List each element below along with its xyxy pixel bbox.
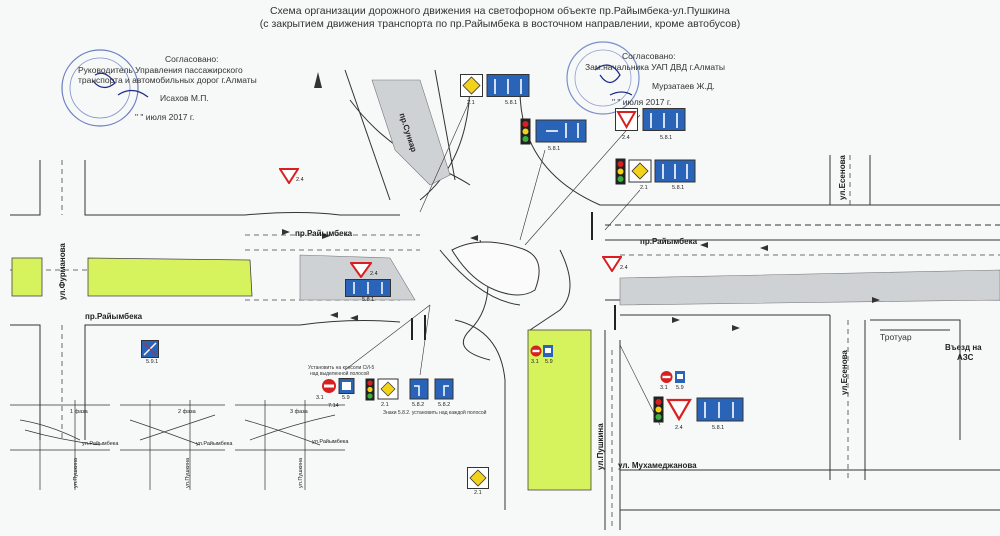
code-581-right: 5.8.1 <box>672 185 685 191</box>
main-road-and-lanes-sign <box>460 74 530 97</box>
code-581-top: 5.8.1 <box>660 135 673 141</box>
street-raiymbek-mid: пр.Райымбека <box>85 312 143 321</box>
phase-2-label: 2 фаза <box>178 409 196 415</box>
left-position-2: транспорта и автомобильных дорог г.Алмат… <box>78 75 257 85</box>
phase-3-pushkin: ул.Пушкина <box>298 457 304 488</box>
left-name: Исахов М.П. <box>160 93 209 103</box>
right-agreed: Согласовано: <box>622 51 676 61</box>
code-21-bottom: 2.1 <box>474 490 482 496</box>
code-581-mid: 5.8.1 <box>362 297 375 303</box>
code-59-pole: 5.9 <box>545 359 553 365</box>
street-yesenov-bottom: ул.Есенова <box>840 350 849 395</box>
code-24-top: 2.4 <box>622 135 630 141</box>
phase-2-street: ул.Райымбека <box>196 441 233 447</box>
code-31-pole: 3.1 <box>531 359 539 365</box>
bus-lane-sign <box>141 340 159 358</box>
lanes-sign-mid <box>345 279 391 297</box>
phase-3-street: ул.Райымбека <box>312 439 349 445</box>
scheme-title: Схема организации дорожного движения на … <box>269 5 731 17</box>
label-sidewalk: Тротуар <box>880 332 912 342</box>
left-agreed: Согласовано: <box>165 54 219 64</box>
street-furmanov: ул.Фурманова <box>58 243 67 300</box>
label-gas-entry-1: Въезд на <box>945 343 982 352</box>
traffic-light-lanes-sign <box>520 118 587 145</box>
code-591: 5.9.1 <box>146 359 159 365</box>
label-gas-entry-2: АЗС <box>957 353 974 362</box>
light-main-lanes-sign <box>615 158 696 185</box>
street-mukhamedzhanov: ул. Мухамеджанова <box>618 461 697 470</box>
no-entry-bus-sign <box>322 378 355 394</box>
main-road-sign-bottom <box>467 467 489 489</box>
code-582-a: 5.8.2 <box>412 402 425 408</box>
left-position-1: Руководитель Управления пассажирского <box>78 65 243 75</box>
right-position: Зам.начальника УАП ДВД г.Алматы <box>585 62 725 72</box>
yield-sign-mid <box>350 262 372 278</box>
left-date: " " июля 2017 г. <box>135 112 195 122</box>
code-59-cons: 5.9 <box>342 395 350 401</box>
code-21-right: 2.1 <box>640 185 648 191</box>
yield-sign-left <box>279 168 299 184</box>
code-24-mid: 2.4 <box>370 271 378 277</box>
yield-sign-right <box>602 256 622 272</box>
code-24-right: 2.4 <box>620 265 628 271</box>
phase-2-pushkin: ул.Пушкина <box>185 457 191 488</box>
scheme-subtitle: (с закрытием движения транспорта по пр.Р… <box>259 18 741 30</box>
note-signs-582: Знаки 5.8.2. установить над каждой полос… <box>383 410 487 416</box>
right-name: Мурзатаев Ж.Д. <box>652 81 715 91</box>
street-pushkin: ул.Пушкина <box>596 423 605 470</box>
code-24-left: 2.4 <box>296 177 304 183</box>
code-21-cons: 2.1 <box>381 402 389 408</box>
code-59-east: 5.9 <box>676 385 684 391</box>
pole-no-entry-bus-sign <box>530 345 553 357</box>
code-581-b: 5.8.1 <box>548 146 561 152</box>
right-date: " " июля 2017 г. <box>612 97 672 107</box>
phase-1-street: ул.Райымбека <box>82 441 119 447</box>
code-582-b: 5.8.2 <box>438 402 451 408</box>
bottom-light-yield-lanes-sign <box>653 396 744 423</box>
phase-1-pushkin: ул.Пушкина <box>73 457 79 488</box>
phase-1-label: 1 фаза <box>70 409 88 415</box>
code-581-bottom: 5.8.1 <box>712 425 725 431</box>
code-24-bottom: 2.4 <box>675 425 683 431</box>
street-yesenov-top: ул.Есенова <box>838 155 847 200</box>
code-31-cons: 3.1 <box>316 395 324 401</box>
street-raiymbek-right: пр.Райымбека <box>640 237 698 246</box>
code-21: 2.1 <box>467 100 475 106</box>
code-31-east: 3.1 <box>660 385 668 391</box>
phase-3-label: 3 фаза <box>290 409 308 415</box>
east-no-entry-bus-sign <box>660 371 685 383</box>
code-581: 5.8.1 <box>505 100 518 106</box>
yield-lanes-sign <box>615 108 686 131</box>
note-console-1: Установить на консоли СИ-5 <box>308 365 375 371</box>
code-714: 7.14 <box>328 403 339 409</box>
note-console-2: над выделенной полосой <box>310 371 370 377</box>
console-lane-signs <box>365 378 454 401</box>
street-raiymbek-left: пр.Райымбека <box>295 229 353 238</box>
